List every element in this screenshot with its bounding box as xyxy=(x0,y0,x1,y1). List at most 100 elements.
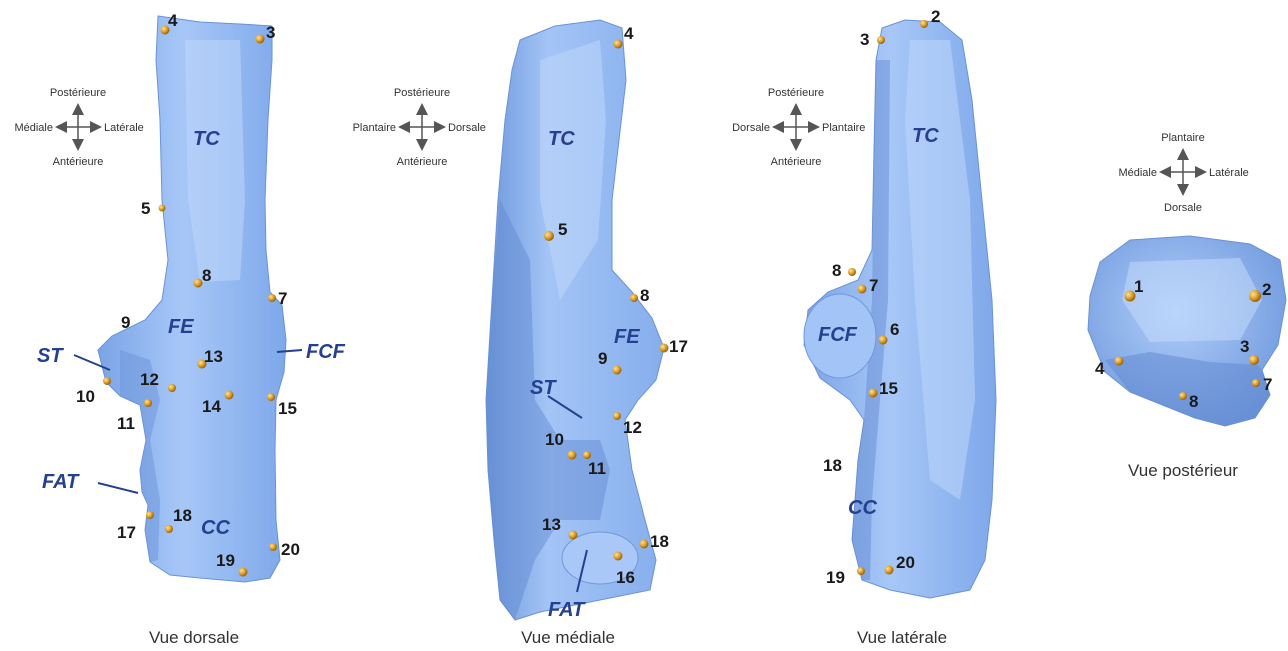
landmark-18 xyxy=(165,525,173,533)
landmark-2 xyxy=(920,20,928,28)
view-posterieur: 1 2 3 4 7 8 Plantaire Dorsale Médiale La… xyxy=(1088,132,1286,480)
landmark-label-4: 4 xyxy=(1095,359,1105,378)
landmark-10 xyxy=(103,377,111,385)
region-label-fe: FE xyxy=(168,316,194,338)
region-label-fe: FE xyxy=(614,326,640,348)
landmark-label-7: 7 xyxy=(869,276,878,295)
view-mediale: 4 5 8 17 9 12 10 11 13 18 16 TC FE ST FA… xyxy=(353,20,688,647)
landmark-label-18: 18 xyxy=(173,506,192,525)
region-label-fcf: FCF xyxy=(306,341,346,363)
landmark-4 xyxy=(1115,357,1124,366)
region-label-st: ST xyxy=(37,345,64,367)
landmark-13 xyxy=(660,344,669,353)
landmark-label-17: 16 xyxy=(616,568,635,587)
region-label-fat: FAT xyxy=(42,471,80,493)
landmark-label-7: 7 xyxy=(278,289,287,308)
landmark-label-12: 12 xyxy=(623,418,642,437)
compass-up-label: Postérieure xyxy=(50,87,106,99)
compass-right-label: Latérale xyxy=(104,122,144,134)
landmark-6 xyxy=(879,336,888,345)
landmark-3 xyxy=(877,36,885,44)
landmark-label-15: 15 xyxy=(278,399,297,418)
landmark-3 xyxy=(1249,355,1259,365)
landmark-12 xyxy=(168,384,176,392)
compass-left-label: Dorsale xyxy=(732,122,770,134)
landmark-label-13: 17 xyxy=(669,337,688,356)
landmark-10 xyxy=(568,451,577,460)
landmark-label-18: 18 xyxy=(823,456,842,475)
region-label-cc: CC xyxy=(201,517,230,539)
landmark-17 xyxy=(614,552,623,561)
compass-up-label: Plantaire xyxy=(1161,132,1204,144)
landmark-label-8: 8 xyxy=(202,266,211,285)
landmark-label-3: 3 xyxy=(860,30,869,49)
leader-line-fat xyxy=(98,483,138,493)
view-caption-mediale: Vue médiale xyxy=(521,628,615,647)
orientation-compass-dorsale: Postérieure Antérieure Médiale Latérale xyxy=(14,87,143,168)
region-label-cc: CC xyxy=(848,497,877,519)
landmark-11 xyxy=(144,399,152,407)
landmark-9 xyxy=(613,366,622,375)
landmark-15 xyxy=(869,389,878,398)
landmark-11 xyxy=(583,451,591,459)
landmark-label-9: 9 xyxy=(121,313,130,332)
landmark-12 xyxy=(613,412,621,420)
compass-left-label: Plantaire xyxy=(353,122,396,134)
landmark-7 xyxy=(1252,379,1260,387)
compass-down-label: Antérieure xyxy=(53,156,104,168)
compass-right-label: Latérale xyxy=(1209,167,1249,179)
orientation-compass-posterieur: Plantaire Dorsale Médiale Latérale xyxy=(1118,132,1248,214)
landmark-label-17: 17 xyxy=(117,523,136,542)
landmark-2 xyxy=(1249,290,1261,302)
landmark-4 xyxy=(614,40,623,49)
region-label-tc: TC xyxy=(912,125,939,147)
landmark-label-18: 18 xyxy=(650,532,669,551)
landmark-label-8: 8 xyxy=(1189,392,1198,411)
landmark-label-9: 9 xyxy=(598,349,607,368)
landmark-8 xyxy=(1179,392,1187,400)
region-label-fat: FAT xyxy=(548,599,586,621)
landmark-label-14: 14 xyxy=(202,397,221,416)
landmark-label-20: 20 xyxy=(896,553,915,572)
region-label-tc: TC xyxy=(193,128,220,150)
landmark-label-19: 19 xyxy=(826,568,845,587)
region-label-fcf: FCF xyxy=(818,324,858,346)
view-caption-laterale: Vue latérale xyxy=(857,628,947,647)
landmark-14 xyxy=(225,391,234,400)
landmark-label-5: 5 xyxy=(558,220,567,239)
view-caption-posterieur: Vue postérieur xyxy=(1128,461,1238,480)
landmark-20 xyxy=(269,543,277,551)
landmark-18 xyxy=(640,540,649,549)
landmark-label-20: 20 xyxy=(281,540,300,559)
landmark-label-16: 13 xyxy=(542,515,561,534)
landmark-15 xyxy=(267,393,275,401)
compass-left-label: Médiale xyxy=(1118,167,1157,179)
landmark-label-4: 4 xyxy=(168,11,178,30)
view-caption-dorsale: Vue dorsale xyxy=(149,628,239,647)
landmark-label-2: 2 xyxy=(1262,280,1271,299)
landmark-label-1: 1 xyxy=(1134,277,1143,296)
landmark-16 xyxy=(569,531,578,540)
landmark-7 xyxy=(268,294,276,302)
landmark-label-15: 15 xyxy=(879,379,898,398)
compass-down-label: Antérieure xyxy=(771,156,822,168)
landmark-label-12: 12 xyxy=(140,370,159,389)
landmark-label-3: 3 xyxy=(1240,337,1249,356)
landmark-7 xyxy=(858,285,867,294)
bone-highlight-posterieur xyxy=(1122,258,1262,342)
region-label-st: ST xyxy=(530,377,557,399)
landmark-17 xyxy=(146,511,154,519)
region-label-tc: TC xyxy=(548,128,575,150)
view-laterale: 2 3 8 7 6 15 18 19 20 TC FCF CC Postérie… xyxy=(732,7,996,647)
compass-right-label: Dorsale xyxy=(448,122,486,134)
landmark-label-4: 4 xyxy=(624,24,634,43)
landmark-label-2: 2 xyxy=(931,7,940,26)
orientation-compass-mediale: Postérieure Antérieure Plantaire Dorsale xyxy=(353,87,486,168)
compass-up-label: Postérieure xyxy=(768,87,824,99)
landmark-label-5: 5 xyxy=(141,199,150,218)
landmark-label-6: 6 xyxy=(890,320,899,339)
compass-down-label: Dorsale xyxy=(1164,202,1202,214)
landmark-label-8: 8 xyxy=(640,286,649,305)
landmark-label-19: 19 xyxy=(216,551,235,570)
